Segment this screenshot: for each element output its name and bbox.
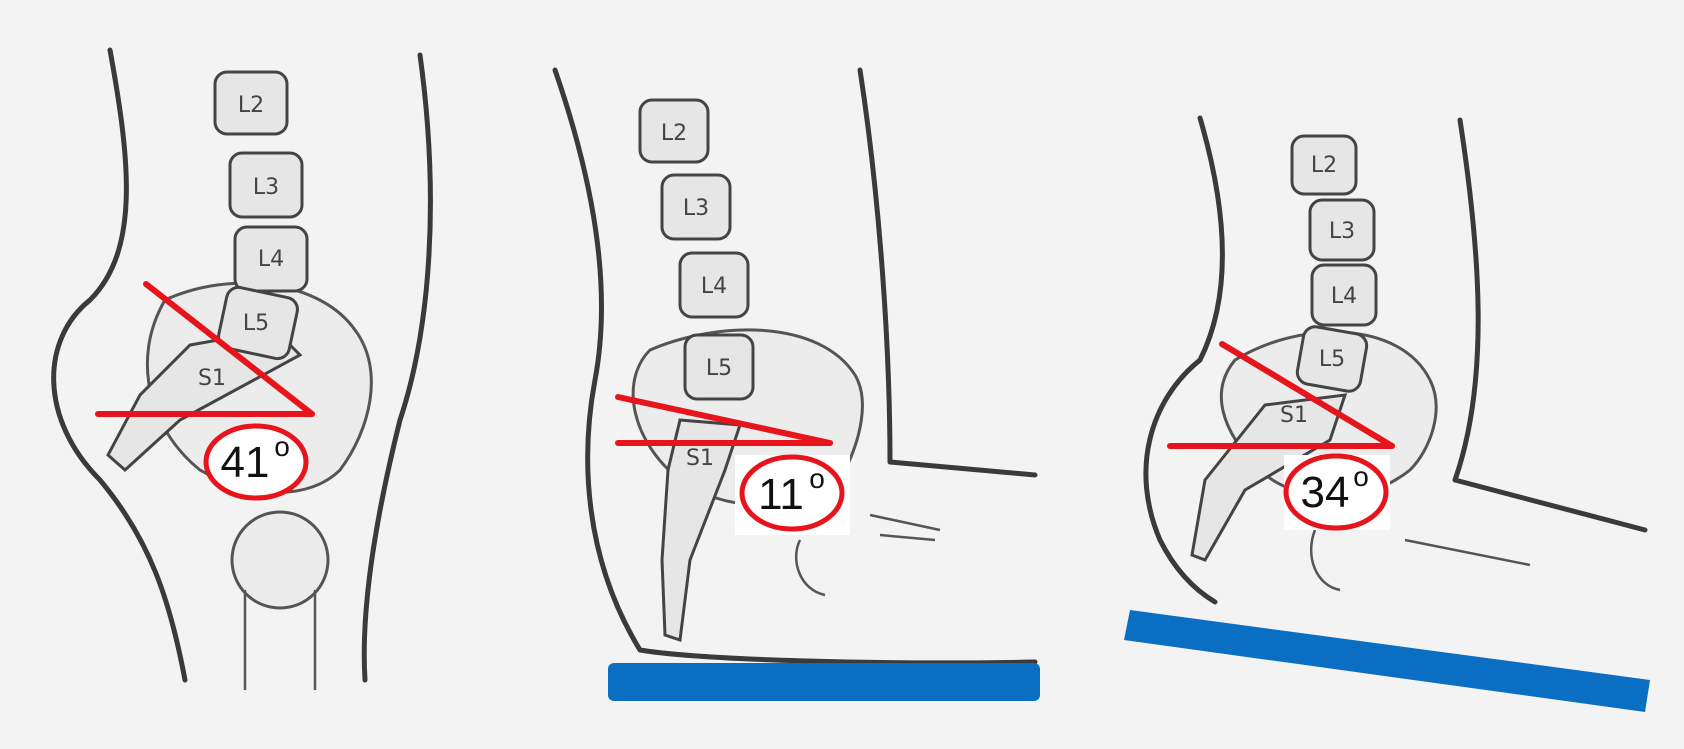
degree-symbol: o xyxy=(1353,461,1369,492)
flat-seat-surface xyxy=(608,663,1040,701)
angle-value: 11 xyxy=(758,470,804,519)
panel-sitting-wedge: L2 L3 L4 L5 S1 34 o xyxy=(1124,118,1650,712)
vertebra-label-l2: L2 xyxy=(661,121,687,146)
vertebra-label-l2: L2 xyxy=(238,93,264,118)
panel-standing: L2 L3 L4 L5 S1 41 o xyxy=(54,50,431,690)
vertebra-label-l2: L2 xyxy=(1311,153,1337,178)
front-outline xyxy=(364,55,430,680)
femoral-head xyxy=(232,512,328,608)
degree-symbol: o xyxy=(274,431,290,462)
vertebra-label-l4: L4 xyxy=(1331,284,1357,309)
angle-value: 34 xyxy=(1301,468,1350,517)
front-outline xyxy=(1455,120,1645,530)
vertebra-label-l3: L3 xyxy=(683,196,709,221)
vertebra-label-l4: L4 xyxy=(258,247,284,272)
thigh-lower xyxy=(1405,540,1530,565)
femur xyxy=(1311,530,1340,590)
panel-sitting-flat: L2 L3 L4 L5 S1 11 o xyxy=(555,70,1040,701)
vertebra-label-l4: L4 xyxy=(701,274,727,299)
vertebra-label-l3: L3 xyxy=(1329,219,1355,244)
vertebra-label-l5: L5 xyxy=(706,356,732,381)
degree-symbol: o xyxy=(809,463,825,494)
angle-value: 41 xyxy=(221,438,270,487)
vertebra-label-s1: S1 xyxy=(1280,403,1308,428)
vertebra-label-s1: S1 xyxy=(686,446,714,471)
vertebra-label-l3: L3 xyxy=(253,175,279,200)
vertebra-label-l5: L5 xyxy=(1319,347,1345,372)
vertebra-label-l5: L5 xyxy=(243,311,269,336)
front-outline xyxy=(860,70,1035,475)
vertebra-label-s1: S1 xyxy=(198,366,226,391)
wedge-seat-surface xyxy=(1124,610,1650,712)
